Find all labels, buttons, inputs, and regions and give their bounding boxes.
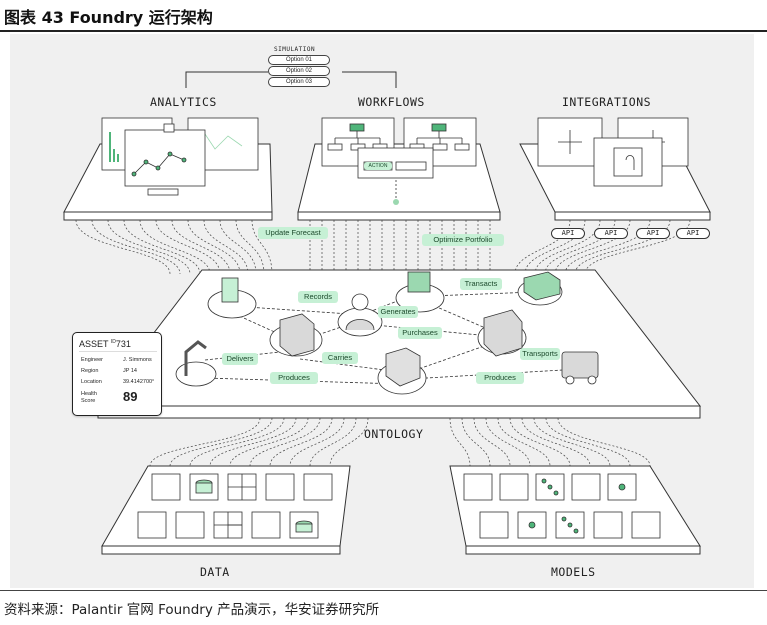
- workflows-windows: [321, 117, 477, 205]
- workflows-label: WORKFLOWS: [358, 95, 425, 109]
- models-connectors: [449, 417, 651, 467]
- analytics-connectors: [75, 219, 273, 275]
- health-label: Health: [81, 391, 97, 397]
- data-connectors: [149, 417, 369, 467]
- transports-pill: Transports: [520, 348, 560, 360]
- api-badge-3: API: [636, 228, 670, 239]
- analytics-windows: [101, 117, 259, 196]
- purchases-pill: Purchases: [398, 327, 442, 339]
- carries-pill: Carries: [322, 352, 358, 364]
- figure-title: 图表 43 Foundry 运行架构: [4, 8, 213, 27]
- title-rule: [0, 30, 767, 32]
- produces-pill-left: Produces: [270, 372, 318, 384]
- simulation-option-1[interactable]: Option 01: [268, 55, 330, 65]
- optimize-portfolio-pill[interactable]: Optimize Portfolio: [422, 234, 504, 246]
- health-score-value: 89: [123, 389, 138, 404]
- simulation-option-3[interactable]: Option 03: [268, 77, 330, 87]
- engineer-key: Engineer: [81, 357, 104, 363]
- ontology-label: ONTOLOGY: [364, 427, 424, 441]
- asset-card-title: ASSET ID731: [79, 339, 131, 349]
- data-icons: [137, 473, 333, 539]
- score-label: Score: [81, 398, 96, 404]
- integrations-label: INTEGRATIONS: [562, 95, 652, 109]
- simulation-label: SIMULATION: [274, 46, 316, 53]
- footer-rule: [0, 590, 767, 591]
- card-divider: [79, 351, 157, 352]
- api-badge-4: API: [676, 228, 710, 239]
- data-label: DATA: [200, 565, 230, 579]
- source-note: 资料来源：Palantir 官网 Foundry 产品演示，华安证券研究所: [4, 602, 380, 618]
- region-key: Region: [81, 368, 99, 374]
- figure-header: 图表 43 Foundry 运行架构: [0, 0, 767, 34]
- workflows-connectors: [309, 220, 491, 274]
- architecture-diagram: ANALYTICS WORKFLOWS INTEGRATIONS ONTOLOG…: [10, 34, 754, 588]
- region-value: JP 14: [123, 368, 137, 374]
- api-badge-1: API: [551, 228, 585, 239]
- analytics-label: ANALYTICS: [150, 95, 217, 109]
- location-key: Location: [81, 379, 102, 385]
- records-pill: Records: [298, 291, 338, 303]
- models-label: MODELS: [551, 565, 596, 579]
- generates-pill: Generates: [378, 306, 418, 318]
- integrations-windows: [537, 117, 689, 187]
- simulation-connector: [185, 71, 397, 88]
- update-forecast-pill[interactable]: Update Forecast: [258, 227, 328, 239]
- api-badge-2: API: [594, 228, 628, 239]
- asset-card[interactable]: ASSET ID731 Engineer J. Simmons Region J…: [72, 332, 162, 416]
- produces-pill-right: Produces: [476, 372, 524, 384]
- engineer-value: J. Simmons: [123, 357, 152, 363]
- delivers-pill: Delivers: [222, 353, 258, 365]
- ontology-objects: [175, 271, 599, 395]
- transacts-pill: Transacts: [460, 278, 502, 290]
- workflow-action-button[interactable]: ACTION: [364, 162, 392, 170]
- model-icons: [463, 473, 661, 539]
- location-value: 39.4142700°: [123, 379, 155, 385]
- simulation-option-2[interactable]: Option 02: [268, 66, 330, 76]
